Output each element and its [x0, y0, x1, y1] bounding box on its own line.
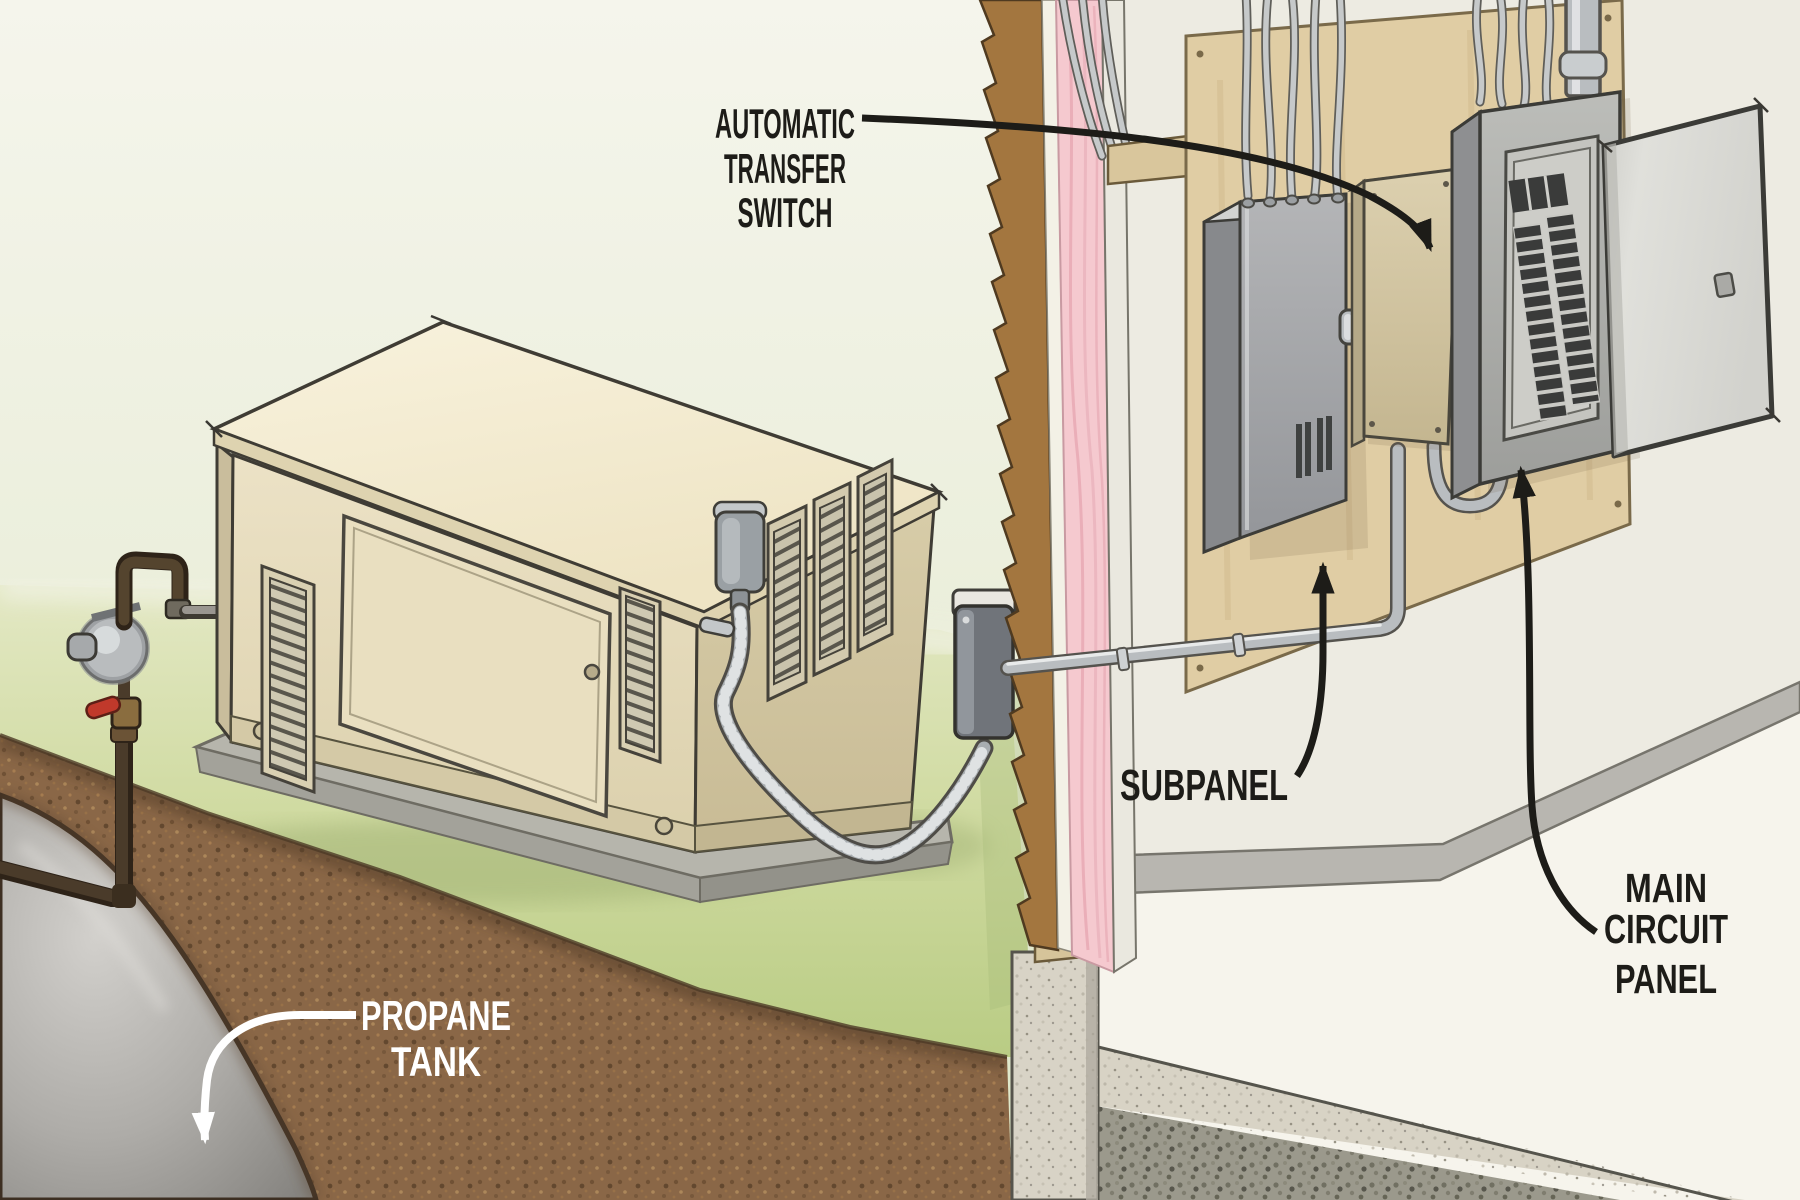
ats-label-line1: AUTOMATIC: [715, 100, 855, 147]
gas-shutoff-valve: [85, 695, 142, 730]
generator-roof-edge: [212, 427, 941, 630]
conduit-coupling: [1558, 50, 1608, 80]
sketch-ticks: [1597, 97, 1781, 423]
front-vent-left: [260, 563, 316, 795]
leader-line: [1512, 465, 1598, 935]
ats-label-line3: SWITCH: [738, 189, 833, 236]
conduit-corrugation: [717, 606, 990, 861]
main-panel-label-line2: CIRCUIT: [1604, 906, 1728, 952]
sketch-ticks: [205, 314, 948, 501]
skirt-bolt: [654, 816, 674, 836]
front-vent-right: [618, 585, 662, 765]
conduit-strap: [1115, 646, 1131, 672]
subpanel-cable-connectors: [1241, 192, 1345, 209]
callout-subpanel: SUBPANEL: [1120, 561, 1335, 810]
panel-door: [1597, 97, 1781, 459]
wall-cutaway-layers: [978, 0, 1138, 974]
transfer-switch: [1347, 167, 1463, 449]
breakers: [1508, 173, 1601, 421]
conduit-clamp: [698, 616, 736, 638]
propane-label-line1: PROPANE: [361, 992, 511, 1039]
ats-label-line2: TRANSFER: [724, 145, 846, 192]
flexible-conduit: [698, 602, 994, 865]
propane-label-line2: TANK: [391, 1038, 481, 1085]
callouts: AUTOMATIC TRANSFER SWITCH SUBPANEL MAIN …: [191, 100, 1728, 1145]
callout-propane-tank: PROPANE TANK: [191, 992, 511, 1145]
door-screw: [583, 663, 601, 681]
conduit-strap: [1231, 632, 1247, 658]
exterior-junction-box: [951, 588, 1017, 740]
interior-floor: [1089, 680, 1800, 1200]
right-end-vents: [766, 457, 894, 703]
door-edge-shade: [1604, 143, 1628, 456]
main-panel-label-line3: PANEL: [1615, 956, 1717, 1002]
main-panel-label-line1: MAIN: [1625, 865, 1707, 911]
interior-conduit: [1000, 438, 1510, 676]
subpanel-label: SUBPANEL: [1120, 761, 1288, 810]
insulation-batt: [1054, 0, 1116, 974]
house-cutaway: [978, 0, 1800, 1200]
gravel-base: [1090, 1105, 1620, 1200]
subpanel-vents: [1296, 416, 1332, 478]
pipe-elbow: [112, 884, 136, 908]
callout-main-circuit-panel: MAIN CIRCUIT PANEL: [1512, 465, 1728, 1002]
service-conduit: [1558, 0, 1608, 98]
siding-edge: [978, 0, 1060, 952]
underground-gas-line: [0, 725, 138, 908]
valve-red-handle: [85, 695, 122, 720]
floor-surface: [1090, 712, 1800, 1200]
callout-automatic-transfer-switch: AUTOMATIC TRANSFER SWITCH: [715, 100, 1434, 252]
leader-line: [861, 114, 1434, 252]
leader-line: [1294, 561, 1335, 778]
subpanel: [1202, 192, 1348, 555]
tank-highlight: [17, 840, 170, 1013]
door-latch: [1713, 271, 1736, 298]
regulator-vent: [66, 632, 98, 662]
stud-edge: [1100, 0, 1138, 974]
main-circuit-panel: [1450, 89, 1622, 501]
gas-regulator: [66, 602, 150, 698]
generator-door: [338, 513, 612, 819]
main-panel-cables: [1471, 0, 1555, 113]
leader-line: [191, 1011, 356, 1145]
